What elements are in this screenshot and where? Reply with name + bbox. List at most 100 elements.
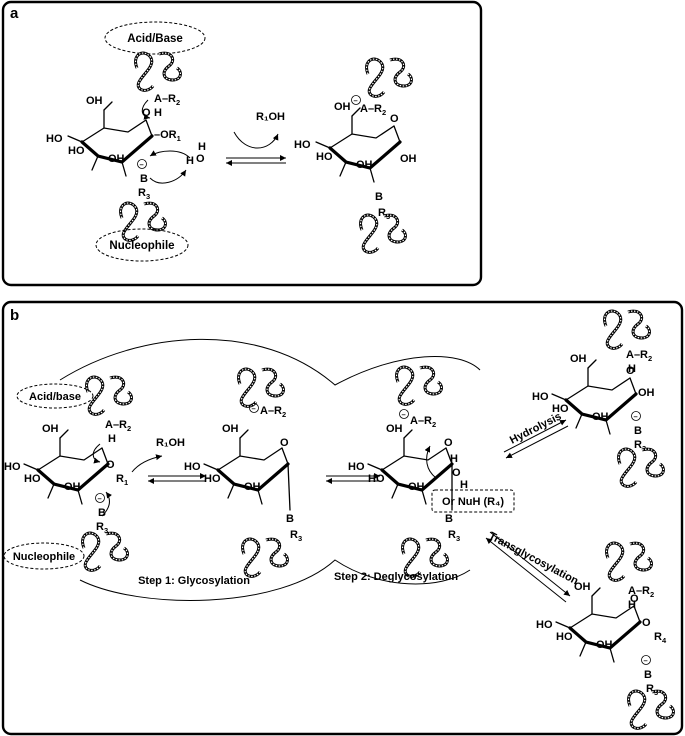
nucleophile-base-label: B	[98, 507, 106, 519]
nucleophile-base-label: B	[140, 173, 148, 185]
protein-ribbon-icon	[395, 365, 443, 406]
panel-b: b Acid/base A–R2 H HO HO OH OH O R1 – B …	[1, 300, 684, 736]
svg-text:OH: OH	[570, 353, 587, 365]
nuh-label: Or NuH (R₄)	[442, 496, 504, 508]
nucleophile-base-label: B	[286, 513, 294, 525]
nucleophile-base-label: B	[375, 191, 383, 203]
r1oh-label-b: R₁OH	[156, 437, 185, 449]
r1oh-label-a: R₁OH	[256, 111, 285, 123]
acid-base-label: Acid/base	[29, 391, 81, 403]
minus-charge-icon	[249, 403, 259, 413]
nucleophile-r3-label: R3	[634, 439, 646, 453]
hydrolysis-product: HO HO OH OH O OH	[532, 353, 655, 436]
protein-ribbon-icon	[237, 367, 285, 408]
nucleophile-r3-label: R3	[290, 529, 302, 543]
svg-text:HO: HO	[184, 461, 201, 473]
svg-text:–: –	[354, 96, 358, 105]
svg-text:OH: OH	[334, 101, 351, 113]
acid-residue-label: A–R2	[105, 419, 131, 433]
panel-b-letter: b	[10, 307, 19, 324]
enzyme-intermediate-1: HO HO OH OH O	[184, 423, 290, 506]
svg-text:OH: OH	[386, 423, 403, 435]
water-h-label: H	[450, 453, 458, 465]
acid-residue-label: A–R2	[628, 585, 654, 599]
minus-charge-icon	[351, 95, 361, 105]
protein-ribbon-icon	[617, 447, 665, 488]
protein-ribbon-icon	[134, 51, 182, 92]
protein-ribbon-icon	[605, 541, 653, 582]
svg-text:O: O	[642, 617, 651, 629]
protein-ribbon-icon	[81, 531, 129, 572]
svg-text:HO: HO	[556, 631, 573, 643]
glucoside-substrate: HO HO OH OH O –OR1	[46, 95, 181, 178]
panel-a-letter: a	[10, 5, 19, 22]
svg-text:OH: OH	[64, 481, 81, 493]
panel-a-frame	[1, 0, 483, 287]
svg-text:OH: OH	[108, 153, 125, 165]
svg-text:R1: R1	[116, 473, 128, 487]
svg-text:HO: HO	[4, 461, 21, 473]
svg-text:HO: HO	[552, 403, 569, 415]
nucleophile-label: Nucleophile	[109, 240, 174, 252]
nucleophile-base-label: B	[445, 513, 453, 525]
nucleophile-base-label: B	[644, 669, 652, 681]
svg-text:O: O	[444, 437, 453, 449]
svg-text:HO: HO	[294, 139, 311, 151]
acid-residue-label: A–R2	[260, 405, 286, 419]
svg-text:–OR1: –OR1	[154, 129, 181, 143]
minus-charge-icon	[399, 409, 409, 419]
acid-proton-label: H	[154, 107, 162, 119]
svg-text:–: –	[252, 404, 256, 413]
acid-proton-label: H	[108, 433, 116, 445]
enzyme-intermediate-2: HO HO OH OH O	[348, 423, 454, 506]
svg-text:OH: OH	[408, 481, 425, 493]
svg-text:HO: HO	[368, 473, 385, 485]
svg-text:HO: HO	[536, 619, 553, 631]
svg-text:O: O	[630, 593, 639, 605]
transglycosylation-label: Transglycosylation	[487, 530, 581, 588]
protein-ribbon-icon	[365, 57, 413, 98]
protein-ribbon-icon	[627, 689, 675, 730]
svg-text:HO: HO	[68, 145, 85, 157]
nucleophile-ellipse	[95, 228, 189, 262]
glucose-product: HO HO OH OH O OH	[294, 101, 417, 184]
svg-text:OH: OH	[42, 423, 59, 435]
transglycosylation-arrow	[485, 531, 571, 603]
step1-label: Step 1: Glycosylation	[138, 575, 250, 587]
svg-text:O: O	[142, 107, 151, 119]
svg-text:HO: HO	[204, 473, 221, 485]
acid-proton-label: H	[628, 363, 636, 375]
nucleophile-r3-label: R3	[448, 529, 460, 543]
panel-a: a Acid/Base A–R2 H HO HO OH OH O –OR1 H …	[1, 0, 483, 287]
svg-text:OH: OH	[574, 581, 591, 593]
nucleophile-r3-label: R3	[138, 187, 150, 201]
svg-text:OH: OH	[638, 387, 655, 399]
svg-text:OH: OH	[244, 481, 261, 493]
acid-base-ellipse	[104, 21, 206, 55]
water-h-label: H	[186, 155, 194, 167]
water-label: O	[196, 153, 205, 165]
acid-residue-label: A–R2	[154, 93, 180, 107]
acid-base-ellipse	[16, 383, 94, 409]
svg-text:OH: OH	[592, 411, 609, 423]
svg-text:OH: OH	[356, 159, 373, 171]
minus-charge-icon	[631, 411, 641, 421]
svg-text:–: –	[644, 656, 648, 665]
panel-b-frame	[1, 300, 684, 736]
svg-text:HO: HO	[316, 151, 333, 163]
svg-text:OH: OH	[400, 153, 417, 165]
svg-text:OH: OH	[86, 95, 103, 107]
water-label: O	[452, 467, 461, 479]
minus-charge-icon	[95, 493, 105, 503]
svg-text:–: –	[140, 160, 144, 169]
water-h-label: H	[460, 479, 468, 491]
hydrolysis-arrow	[503, 419, 569, 459]
svg-text:O: O	[390, 113, 399, 125]
svg-text:O: O	[106, 459, 115, 471]
svg-text:O: O	[280, 437, 289, 449]
svg-text:O: O	[626, 365, 635, 377]
minus-charge-icon	[641, 655, 651, 665]
acid-proton-label: H	[628, 599, 636, 611]
svg-text:HO: HO	[46, 133, 63, 145]
